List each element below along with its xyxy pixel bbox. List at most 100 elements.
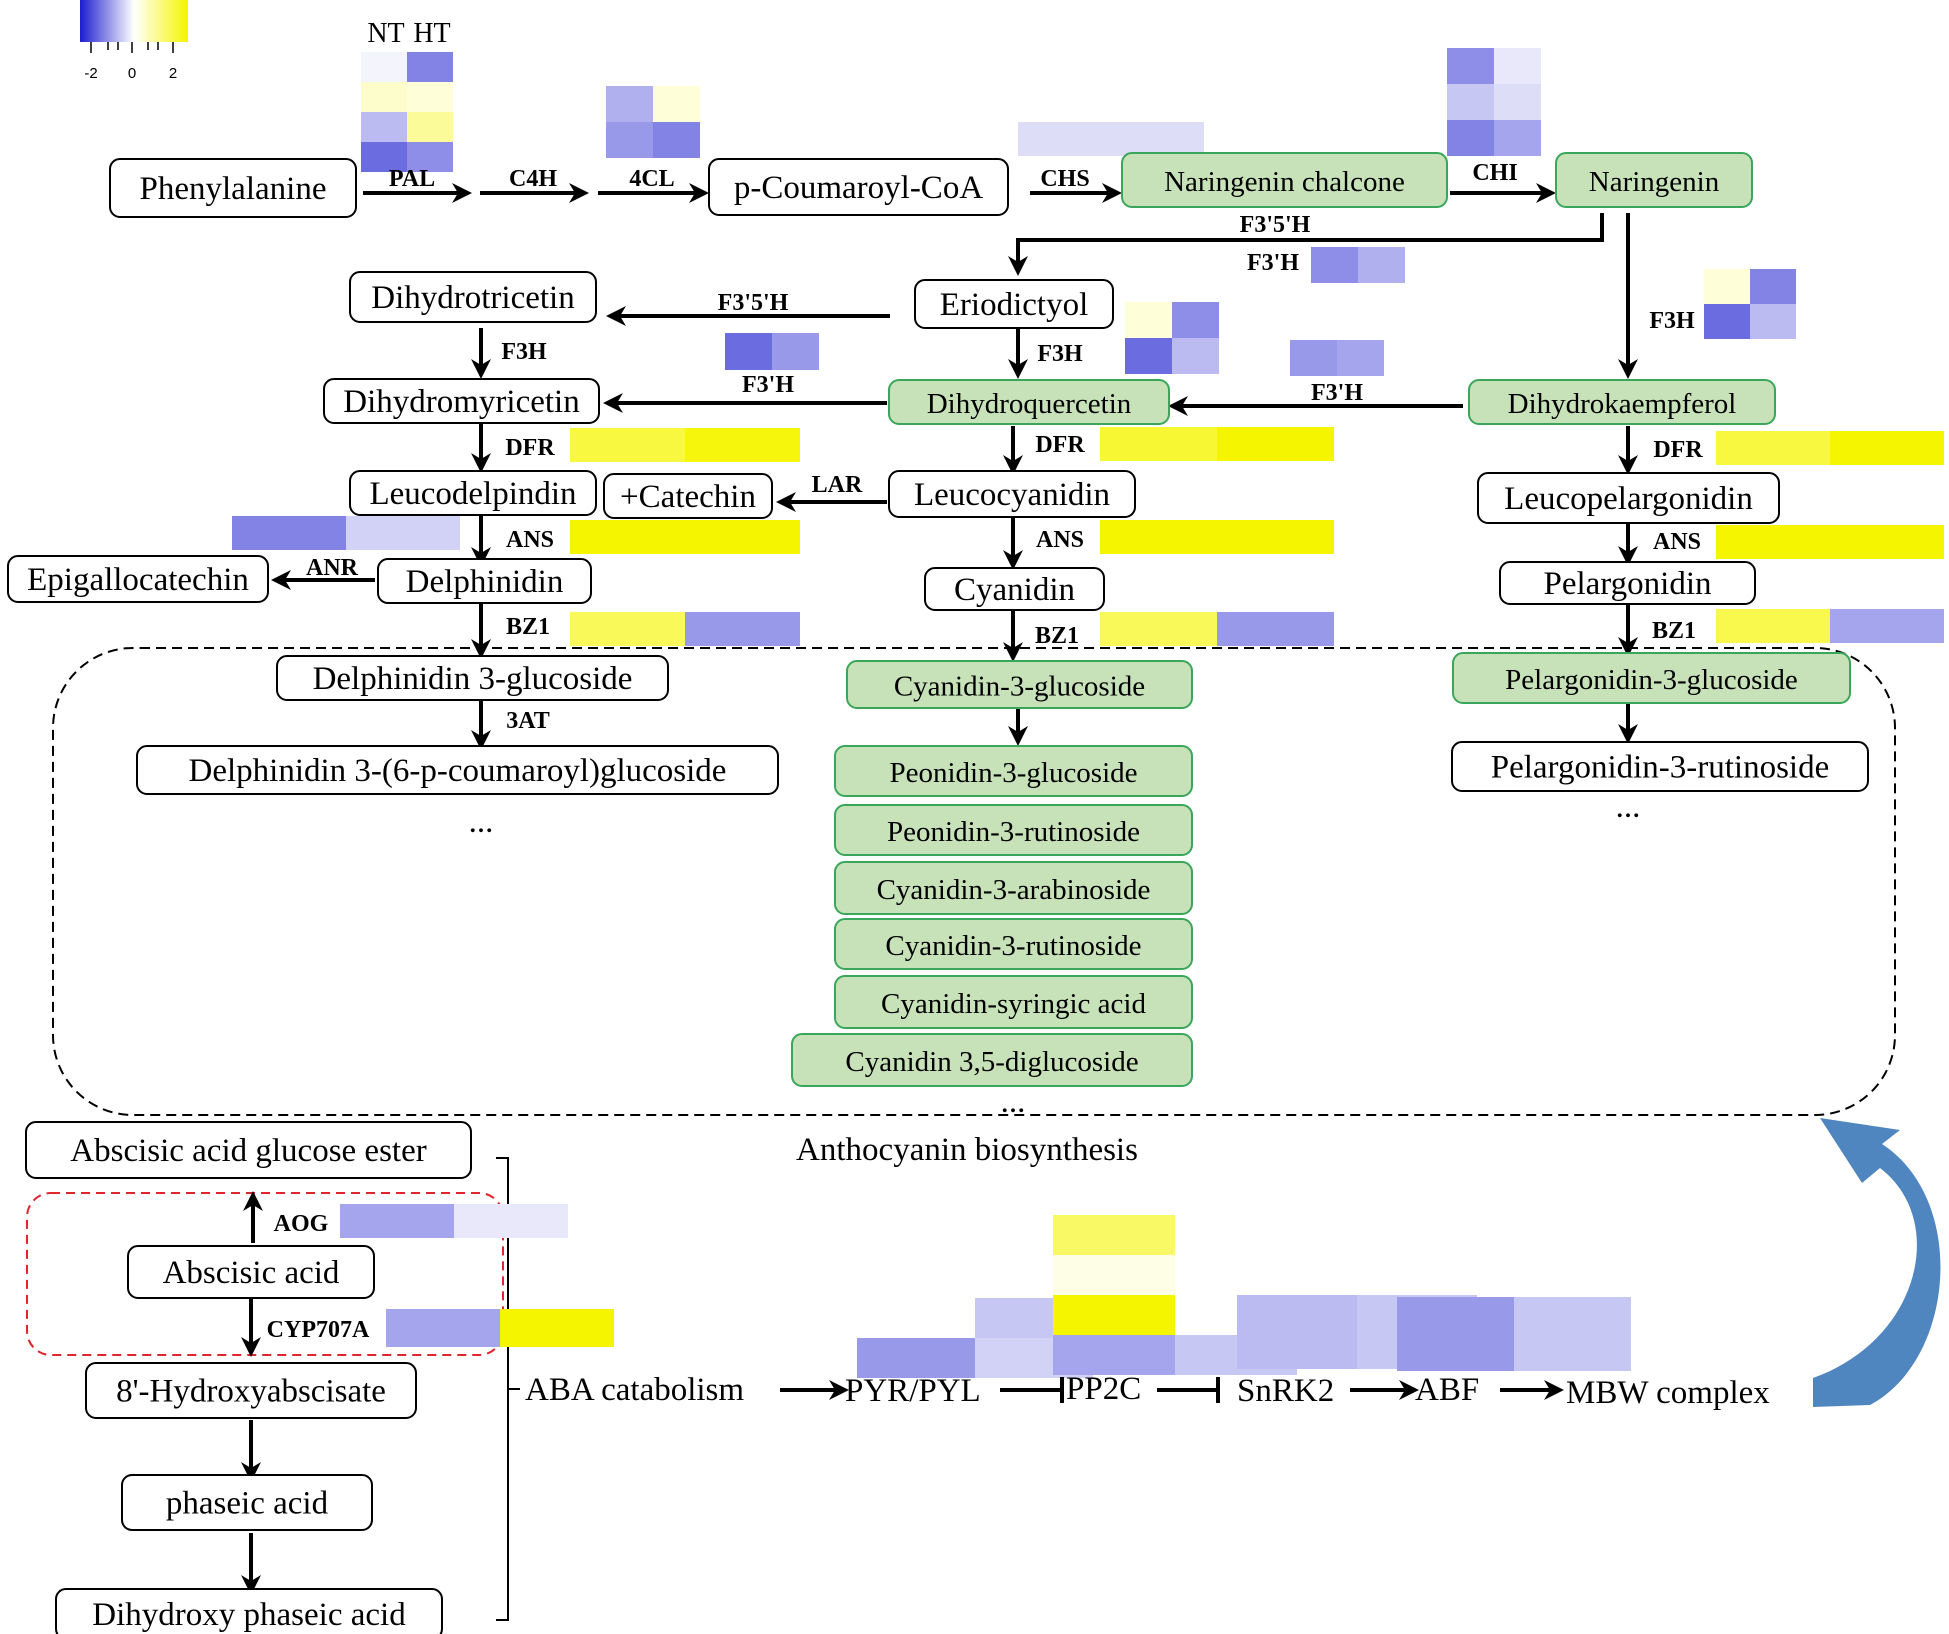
heatmap-cell-f3ph_left-0-0 — [725, 333, 772, 370]
node-pcoa: p-Coumaroyl-CoA — [708, 158, 1009, 216]
heatmap-cell-pal-3-0 — [361, 142, 407, 172]
node-box-epigallo — [7, 555, 269, 603]
heatmap-cell-cl4-0-1 — [653, 86, 700, 122]
pyr-pyl-label: PYR/PYL — [845, 1373, 981, 1409]
heatmap-f3h_m — [1125, 302, 1219, 374]
node-aba: Abscisic acid — [127, 1245, 375, 1299]
node-box-dhmyr — [323, 378, 600, 424]
node-phe: Phenylalanine — [109, 158, 357, 218]
ellipsis-left: ... — [469, 804, 494, 840]
enzyme-f3h-right: F3H — [1649, 308, 1695, 334]
node-box-cy3r — [834, 918, 1193, 970]
node-box-peo3r — [834, 804, 1193, 856]
enzyme-bz1-l: BZ1 — [506, 614, 550, 640]
node-box-peo3g — [834, 745, 1193, 797]
heatmap-cell-cl4-1-0 — [606, 122, 653, 158]
heatmap-f3h_r — [1704, 269, 1796, 339]
color-legend: -2 0 2 NT HT — [80, 0, 451, 82]
heatmap-cell-dfr_l-0-1 — [685, 428, 800, 462]
node-label-phaseic: phaseic acid — [166, 1486, 329, 1522]
enzyme-anr: ANR — [306, 555, 359, 581]
heatmap-cell-abf-0-1 — [1514, 1297, 1631, 1334]
legend-tick-0: 0 — [128, 65, 136, 82]
node-delph3g: Delphinidin 3-glucoside — [276, 655, 669, 701]
heatmap-cell-bz1_r-0-1 — [1830, 609, 1944, 643]
node-label-cy3g: Cyanidin-3-glucoside — [894, 671, 1145, 703]
node-box-dhk — [1468, 379, 1776, 425]
node-label-aba: Abscisic acid — [163, 1255, 340, 1291]
node-dhtri: Dihydrotricetin — [349, 271, 597, 323]
enzyme-f35h-top: F3'5'H — [1240, 212, 1311, 238]
heatmap-cell-ans_l-0-1 — [685, 520, 800, 554]
node-box-erio — [914, 279, 1114, 329]
heatmap-bz1_l — [570, 612, 800, 646]
heatmap-cell-abf-1-0 — [1397, 1334, 1514, 1371]
enzyme-f35h-left: F3'5'H — [718, 290, 789, 316]
plain-labels: ... ... ... Anthocyanin biosynthesis ABA… — [469, 789, 1771, 1411]
node-label-cy3r: Cyanidin-3-rutinoside — [885, 930, 1141, 962]
node-peo3r: Peonidin-3-rutinoside — [834, 804, 1193, 856]
snrk2-label: SnRK2 — [1237, 1373, 1334, 1409]
node-cy35: Cyanidin 3,5-diglucoside — [791, 1033, 1193, 1087]
heatmap-cl4 — [606, 86, 700, 158]
anthocyanin-region-border — [52, 647, 1896, 1116]
heatmap-cell-dfr_r-0-0 — [1716, 431, 1830, 465]
arrow-f35h-top — [1008, 213, 1604, 276]
node-box-delph — [377, 558, 592, 604]
node-label-cyan: Cyanidin — [954, 572, 1075, 608]
heatmap-dfr_l — [570, 428, 800, 462]
node-pel3g: Pelargonidin-3-glucoside — [1452, 652, 1851, 704]
node-label-pel3r: Pelargonidin-3-rutinoside — [1491, 750, 1830, 786]
node-label-leucocy: Leucocyanidin — [914, 477, 1110, 513]
node-label-catechin: +Catechin — [620, 479, 756, 515]
heatmap-cell-anr-0-1 — [346, 516, 460, 550]
node-label-cysyr: Cyanidin-syringic acid — [881, 988, 1146, 1020]
heatmap-cell-ans_l-0-0 — [570, 520, 685, 554]
ellipsis-right: ... — [1616, 789, 1641, 825]
node-epigallo: Epigallocatechin — [7, 555, 269, 603]
heatmap-cell-f3ph_left-0-1 — [772, 333, 819, 370]
node-label-pelar: Pelargonidin — [1543, 566, 1711, 602]
enzyme-f3h-left: F3H — [501, 339, 547, 365]
node-label-cy35: Cyanidin 3,5-diglucoside — [845, 1046, 1138, 1078]
node-peo3g: Peonidin-3-glucoside — [834, 745, 1193, 797]
heatmap-cell-pyr-0-0 — [857, 1298, 975, 1338]
node-box-abage — [25, 1121, 472, 1179]
node-box-dhq — [888, 379, 1170, 425]
node-label-peo3r: Peonidin-3-rutinoside — [887, 816, 1140, 848]
enzyme-aog: AOG — [274, 1211, 329, 1237]
heatmap-cell-dfr_l-0-0 — [570, 428, 685, 462]
node-label-hydroxy: 8'-Hydroxyabscisate — [116, 1374, 386, 1410]
pp2c-label: PP2C — [1066, 1371, 1141, 1407]
heatmap-f3ph_right — [1290, 340, 1384, 376]
abf-label: ABF — [1415, 1372, 1479, 1408]
heatmap-cell-bz1_m-0-1 — [1217, 612, 1334, 646]
legend-tick-neg2: -2 — [84, 65, 97, 82]
node-box-pel3r — [1451, 741, 1869, 792]
heatmap-cell-snrk2-0-0 — [1237, 1295, 1357, 1332]
heatmap-cell-dfr_m-0-0 — [1100, 427, 1217, 461]
node-box-pelar — [1499, 561, 1756, 605]
heatmap-cell-f3h_r-1-0 — [1704, 304, 1750, 339]
node-label-dhtri: Dihydrotricetin — [371, 280, 574, 316]
heatmap-cell-dfr_m-0-1 — [1217, 427, 1334, 461]
heatmap-cell-pal-2-0 — [361, 112, 407, 142]
heatmap-cell-cyp-0-1 — [500, 1309, 614, 1347]
node-pelar: Pelargonidin — [1499, 561, 1756, 605]
node-box-aba — [127, 1245, 375, 1299]
node-label-leucodel: Leucodelpindin — [369, 476, 576, 512]
heatmap-cell-pp2c-3-0 — [1053, 1335, 1175, 1375]
heatmap-layer — [232, 48, 1944, 1378]
node-label-dhq: Dihydroquercetin — [927, 388, 1132, 420]
ellipsis-mid: ... — [1001, 1084, 1026, 1120]
heatmap-cell-chi-1-0 — [1447, 84, 1494, 120]
heatmap-cell-bz1_m-0-0 — [1100, 612, 1217, 646]
heatmap-cell-abf-0-0 — [1397, 1297, 1514, 1334]
node-cysyr: Cyanidin-syringic acid — [834, 975, 1193, 1029]
heatmap-cell-f3h_r-1-1 — [1750, 304, 1796, 339]
anthocyanin-biosynthesis-label: Anthocyanin biosynthesis — [796, 1132, 1138, 1168]
node-box-dhtri — [349, 271, 597, 323]
legend-col-ht: HT — [413, 18, 450, 49]
heatmap-cell-f3ph_right-0-1 — [1337, 340, 1384, 376]
